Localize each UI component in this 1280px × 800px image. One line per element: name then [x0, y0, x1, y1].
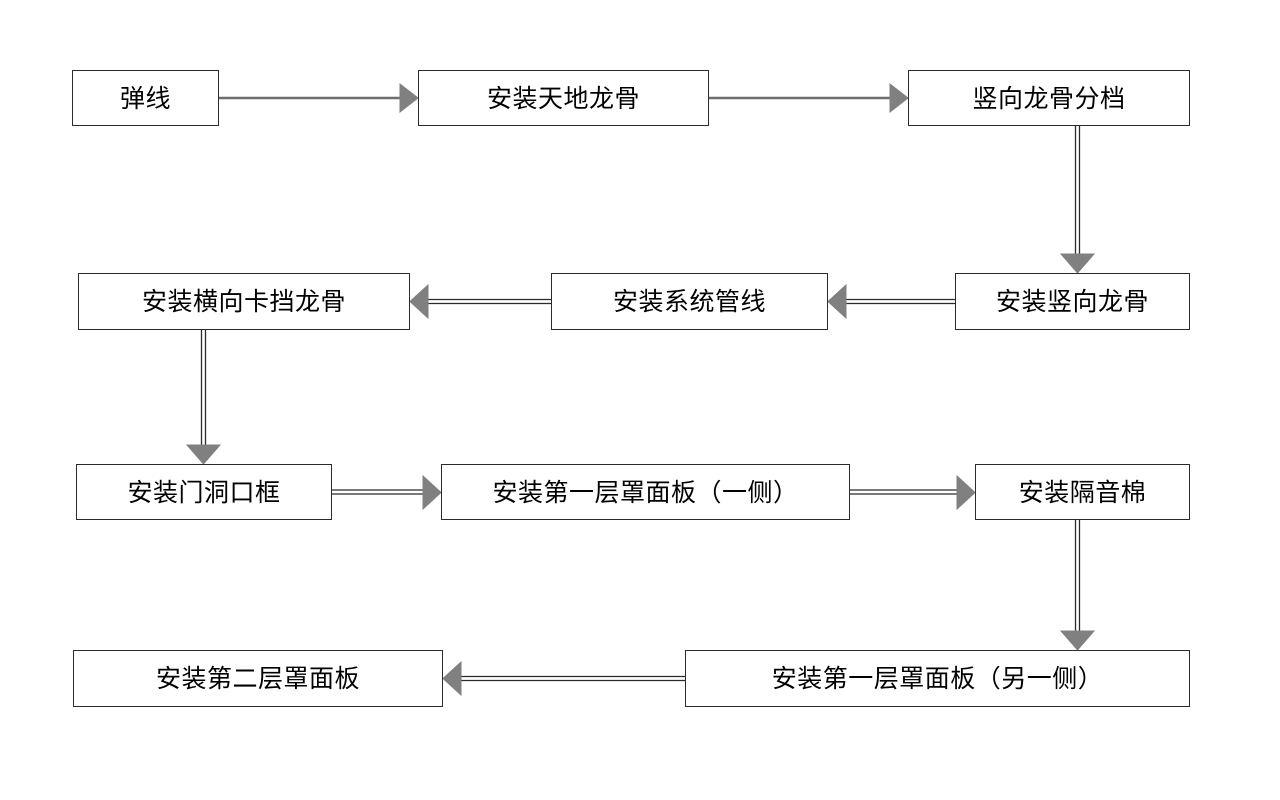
node-label: 安装第二层罩面板	[155, 664, 360, 693]
node-install-shu-xiang-long-gu[interactable]: 安装竖向龙骨	[955, 273, 1190, 330]
edge-dan-xian-to-tian-di-long-gu	[219, 82, 419, 114]
edge-tian-di-long-gu-to-shu-xiang-fen-dang	[709, 82, 909, 114]
node-label: 安装天地龙骨	[486, 83, 640, 113]
edge-shu-xiang-long-gu-to-xi-tong-guan-xian	[827, 283, 955, 320]
edge-men-dong-kou-kuang-to-di-yi-ceng-yi-ce	[332, 474, 442, 511]
arrowhead-down-icon	[185, 444, 222, 465]
edge-di-yi-ceng-ling-yi-ce-to-di-er-ceng	[442, 660, 685, 697]
arrowhead-left-icon	[442, 660, 462, 697]
node-install-heng-xiang-ka-dang-long-gu[interactable]: 安装横向卡挡龙骨	[78, 273, 410, 330]
arrowhead-right-icon	[956, 474, 976, 511]
edge-di-yi-ceng-yi-ce-to-ge-yin-mian	[850, 474, 976, 511]
node-label: 竖向龙骨分档	[972, 83, 1126, 113]
node-install-xi-tong-guan-xian[interactable]: 安装系统管线	[551, 273, 828, 330]
arrowhead-down-icon	[1059, 630, 1096, 651]
arrowhead-left-icon	[409, 283, 429, 320]
node-shu-xiang-long-gu-fen-dang[interactable]: 竖向龙骨分档	[908, 70, 1190, 126]
node-label: 安装隔音棉	[1018, 477, 1147, 507]
node-label: 安装第一层罩面板（另一侧）	[771, 664, 1104, 693]
node-install-second-layer-panel[interactable]: 安装第二层罩面板	[73, 650, 443, 707]
node-label: 弹线	[119, 83, 171, 113]
arrowhead-right-icon	[889, 82, 909, 114]
arrowhead-left-icon	[827, 283, 847, 320]
node-dan-xian[interactable]: 弹线	[72, 70, 219, 126]
arrowhead-right-icon	[399, 82, 419, 114]
node-install-first-layer-panel-other-side[interactable]: 安装第一层罩面板（另一侧）	[685, 650, 1190, 707]
arrowhead-down-icon	[1059, 253, 1096, 274]
node-label: 安装门洞口框	[127, 477, 281, 507]
node-install-first-layer-panel-one-side[interactable]: 安装第一层罩面板（一侧）	[441, 464, 850, 520]
node-install-men-dong-kou-kuang[interactable]: 安装门洞口框	[76, 464, 332, 520]
node-install-tian-di-long-gu[interactable]: 安装天地龙骨	[418, 70, 709, 126]
node-label: 安装横向卡挡龙骨	[141, 287, 346, 316]
edge-xi-tong-guan-xian-to-heng-xiang-ka-dang	[409, 283, 551, 320]
node-label: 安装系统管线	[612, 287, 766, 316]
edge-ge-yin-mian-to-di-yi-ceng-ling-yi-ce	[1059, 520, 1096, 651]
node-install-ge-yin-mian[interactable]: 安装隔音棉	[975, 464, 1190, 520]
node-label: 安装竖向龙骨	[995, 287, 1149, 316]
node-label: 安装第一层罩面板（一侧）	[492, 477, 799, 507]
edge-heng-xiang-ka-dang-to-men-dong-kou-kuang	[185, 330, 222, 465]
arrowhead-right-icon	[422, 474, 442, 511]
edge-shu-xiang-fen-dang-to-shu-xiang-long-gu	[1059, 126, 1096, 274]
